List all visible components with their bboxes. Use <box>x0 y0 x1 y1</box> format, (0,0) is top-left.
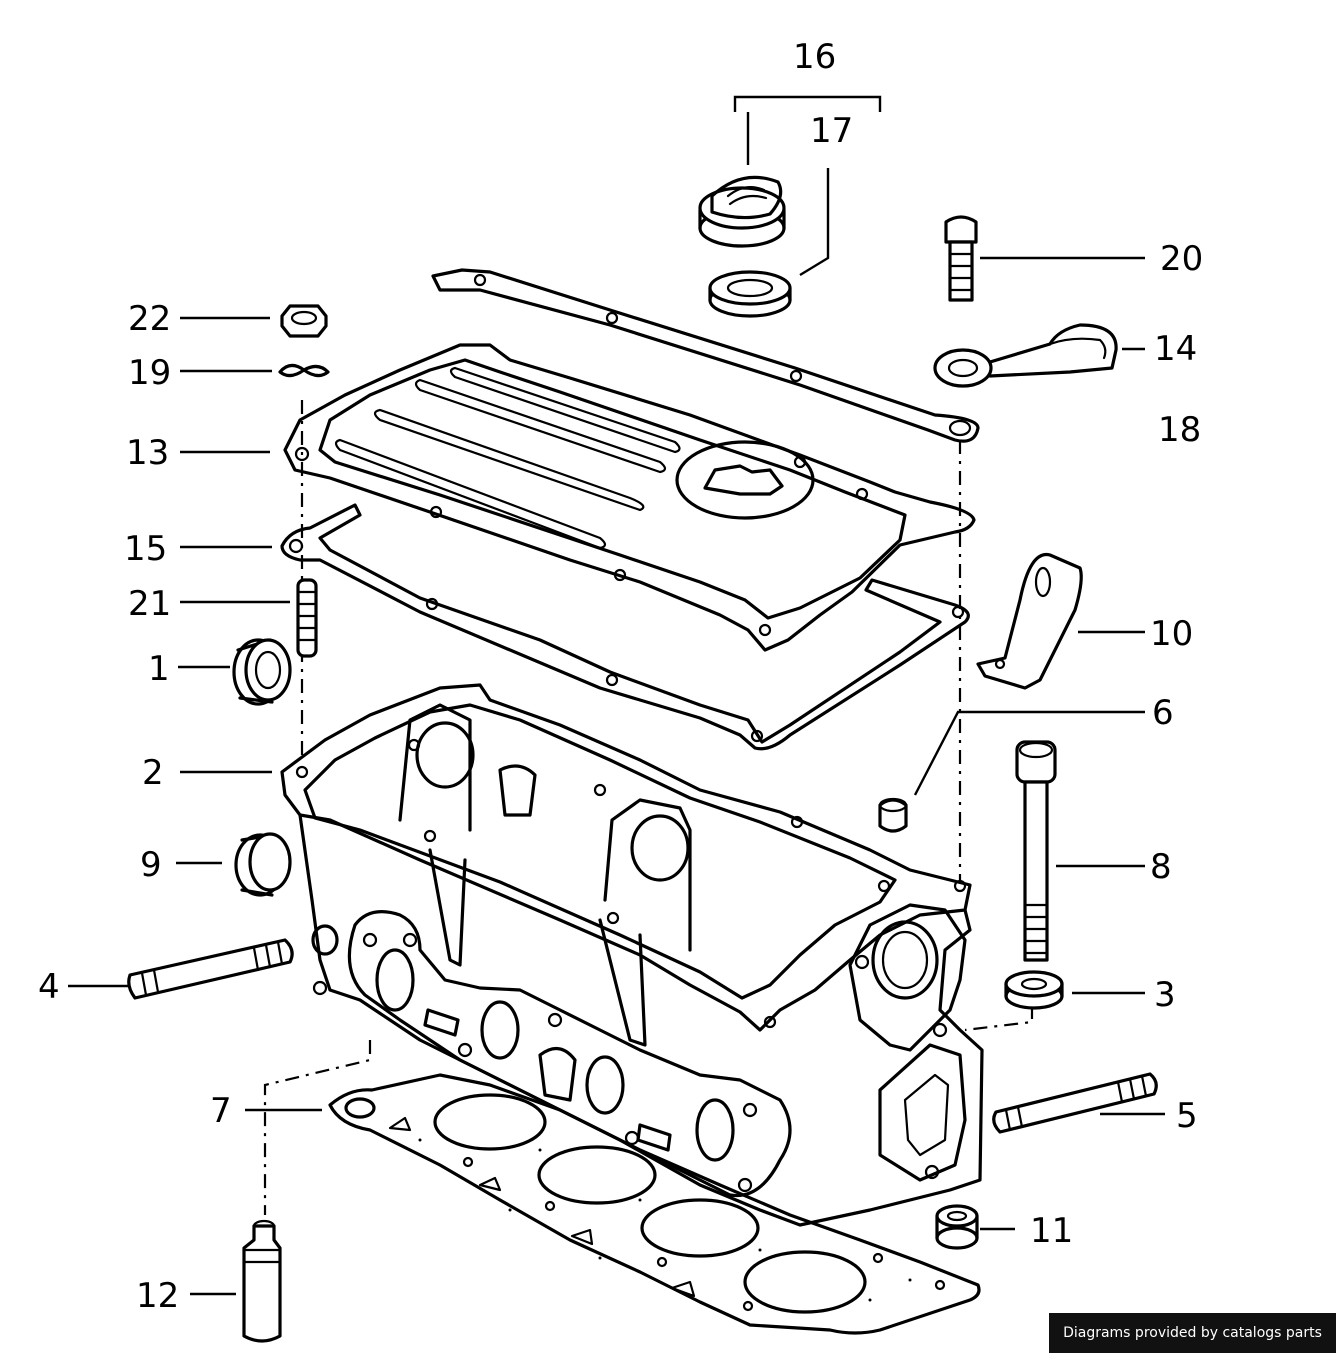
credit-banner: Diagrams provided by catalogs parts <box>1049 1313 1336 1353</box>
bolt-part <box>944 215 1145 302</box>
callout-21: 21 <box>128 584 171 624</box>
manifold-stud-right-part <box>992 1072 1165 1134</box>
nut-part <box>180 304 328 338</box>
callout-11: 11 <box>1030 1211 1073 1251</box>
sealing-plug-part <box>176 832 292 897</box>
dowel-part <box>878 710 1145 833</box>
manifold-stud-left-part <box>68 938 294 1000</box>
callout-3: 3 <box>1154 975 1176 1015</box>
callout-14: 14 <box>1154 329 1197 369</box>
bushing-part <box>935 1204 1015 1250</box>
oil-filler-cap-part <box>698 95 882 248</box>
callout-10: 10 <box>1150 614 1193 654</box>
callout-16: 16 <box>793 37 836 77</box>
callout-19: 19 <box>128 353 171 393</box>
callout-12: 12 <box>136 1276 179 1316</box>
callout-1: 1 <box>148 649 170 689</box>
callout-17: 17 <box>810 111 853 151</box>
cover-gasket-strip-part <box>431 268 980 443</box>
bearing-part <box>178 638 292 706</box>
callout-4: 4 <box>38 967 60 1007</box>
callout-2: 2 <box>142 753 164 793</box>
callout-9: 9 <box>140 845 162 885</box>
callout-13: 13 <box>126 433 169 473</box>
head-gasket-part <box>245 1073 981 1335</box>
callout-15: 15 <box>124 529 167 569</box>
head-bolt-part <box>1015 740 1145 962</box>
stud-part <box>180 578 318 658</box>
retaining-clip-part <box>933 323 1145 388</box>
cover-gasket-part <box>180 503 970 751</box>
cylinder-head-cover-part <box>180 343 976 652</box>
washer-part <box>180 363 330 378</box>
callout-labels: 16 17 20 14 18 22 19 13 15 21 1 10 6 2 9… <box>38 37 1203 1316</box>
callout-7: 7 <box>210 1091 232 1131</box>
callout-8: 8 <box>1150 847 1172 887</box>
callout-5: 5 <box>1176 1096 1198 1136</box>
bracket-part <box>976 552 1145 690</box>
bolt-washer-part <box>1004 970 1145 1010</box>
alignment-lines <box>263 400 1034 1215</box>
callout-20: 20 <box>1160 239 1203 279</box>
cap-seal-part <box>708 168 830 318</box>
callout-6: 6 <box>1152 693 1174 733</box>
cylinder-head-part <box>180 683 984 1227</box>
valve-guide-part <box>190 1219 282 1343</box>
callout-18: 18 <box>1158 410 1201 450</box>
callout-22: 22 <box>128 299 171 339</box>
